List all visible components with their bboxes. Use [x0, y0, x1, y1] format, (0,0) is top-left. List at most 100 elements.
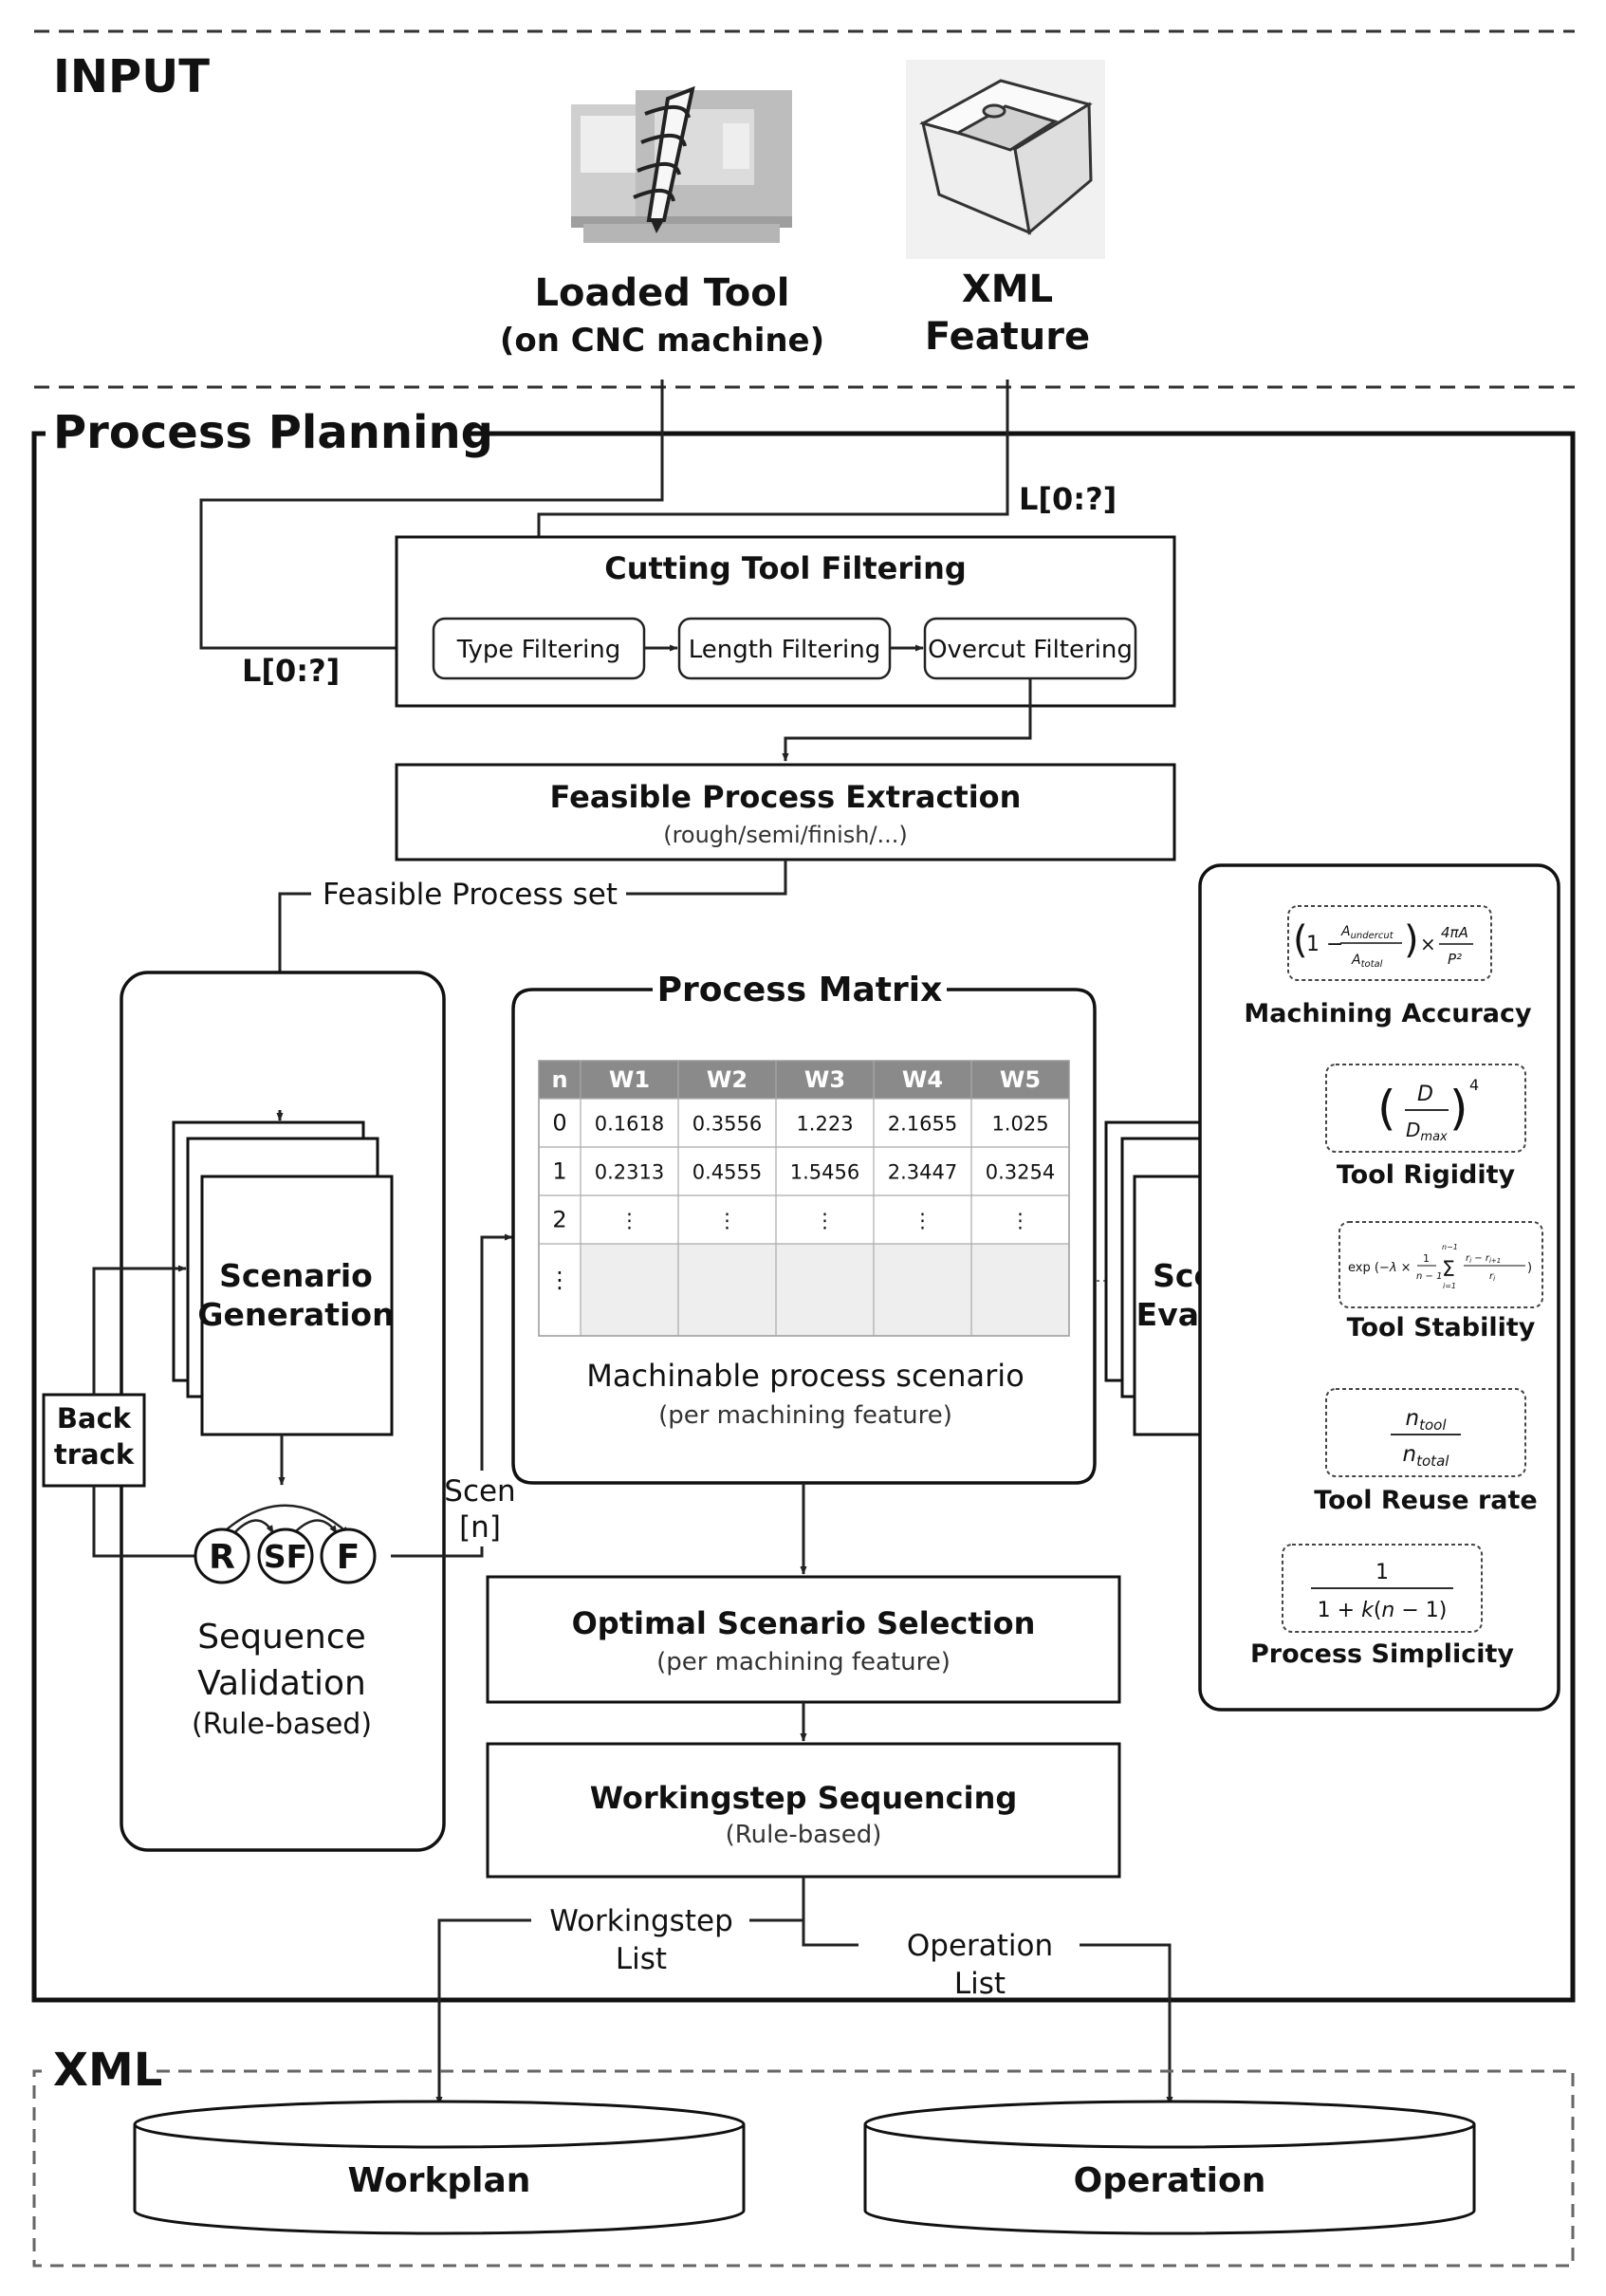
- svg-text:4πA: 4πA: [1441, 924, 1468, 941]
- matrix-cell: 1: [552, 1158, 566, 1185]
- svg-text:1 −: 1 −: [1306, 933, 1343, 956]
- rule-node-sf: [257, 1528, 314, 1584]
- workingstep-list-label-line1: Workingstep: [549, 1904, 733, 1938]
- svg-text:1: 1: [1375, 1561, 1389, 1584]
- length-filtering-label: Length Filtering: [689, 636, 881, 664]
- matrix-header-row: [539, 1061, 1069, 1099]
- sequence-validation-label-line3: (Rule-based): [192, 1708, 372, 1741]
- svg-text:P²: P²: [1448, 951, 1462, 968]
- tool-reuse-formula: ntool ntotal: [1391, 1406, 1461, 1470]
- optimal-scenario-selection-title: Optimal Scenario Selection: [572, 1605, 1036, 1641]
- workplan-label: Workplan: [348, 2161, 531, 2200]
- list-label-left: L[0:?]: [242, 653, 340, 689]
- tool-stability-formula: exp (−λ × 1 n − 1 Σ n−1 i=1 ri − ri+1 ri…: [1348, 1243, 1532, 1290]
- matrix-header-cell: W1: [609, 1066, 650, 1093]
- matrix-border: [538, 1060, 1070, 1337]
- operation-list-label-line2: List: [954, 1967, 1006, 2001]
- machining-accuracy-formula: ( 1 − Aundercut Atotal ) × 4πA P²: [1293, 918, 1473, 970]
- tool-rigidity-formula-box: [1325, 1064, 1526, 1153]
- xml-feature-label-line2: Feature: [925, 315, 1090, 359]
- svg-text:ri: ri: [1489, 1271, 1495, 1283]
- loaded-tool-connector: [199, 380, 664, 652]
- svg-text:Σ: Σ: [1442, 1258, 1455, 1282]
- svg-text:×: ×: [1420, 933, 1436, 955]
- rule-node-r: [194, 1528, 250, 1584]
- workingstep-list-label-line2: List: [616, 1942, 667, 1976]
- drill-bit-icon: [633, 85, 695, 233]
- xml-feature-block-icon: [906, 60, 1105, 259]
- scen-n-label-mask: [446, 1471, 518, 1546]
- matrix-header-cell: n: [551, 1066, 567, 1093]
- feasible-process-extraction-box: [395, 763, 1176, 861]
- input-section-title: INPUT: [53, 50, 210, 103]
- matrix-cell: ⋮: [548, 1267, 571, 1293]
- scenario-generation-label-line2: Generation: [197, 1296, 394, 1333]
- matrix-cell: ⋮: [913, 1210, 932, 1232]
- backtrack-bottom-line: [92, 1486, 196, 1558]
- scenario-generation-page-front: [200, 1175, 394, 1436]
- operation-label: Operation: [1074, 2161, 1266, 2200]
- matrix-cell: 1.223: [796, 1113, 853, 1136]
- workingstep-list-to-workplan-arrow: [435, 1918, 531, 2105]
- xml-feature-label-line1: XML: [962, 268, 1053, 311]
- scenario-generation-label-line1: Scenario: [219, 1257, 373, 1294]
- rule-node-f-label: F: [337, 1538, 360, 1577]
- process-planning-title: Process Planning: [53, 406, 493, 459]
- feasible-process-extraction-subtitle: (rough/semi/finish/...): [663, 822, 908, 848]
- matrix-header-cell: W4: [902, 1066, 943, 1093]
- backtrack-label-line1: Back: [57, 1402, 132, 1435]
- svg-text:exp (−λ ×: exp (−λ ×: [1348, 1261, 1412, 1275]
- criterion-process-simplicity: Process Simplicity: [1250, 1639, 1514, 1669]
- svg-text:): ): [1527, 1261, 1532, 1275]
- extraction-output-line: [626, 860, 787, 896]
- svg-text:1: 1: [1423, 1252, 1430, 1265]
- svg-text:i=1: i=1: [1443, 1282, 1456, 1290]
- matrix-cell: 0.4555: [692, 1161, 762, 1184]
- scen-n-label-line2: [n]: [459, 1510, 501, 1545]
- matrix-cell: 1.5456: [790, 1161, 859, 1184]
- xml-section-frame: [32, 2069, 1575, 2268]
- feasible-process-set-label: Feasible Process set: [323, 878, 618, 912]
- svg-text:): ): [1404, 918, 1419, 962]
- svg-text:ntool: ntool: [1406, 1406, 1448, 1434]
- sequencing-to-workingstep-list: [749, 1877, 805, 1922]
- matrix-cell: 0.3556: [692, 1113, 762, 1136]
- xml-section-title: XML: [53, 2044, 162, 2097]
- matrix-cell: 0.2313: [595, 1161, 664, 1184]
- workingstep-sequencing-subtitle: (Rule-based): [726, 1821, 882, 1849]
- process-planning-frame: [31, 431, 1576, 2003]
- matrix-empty-row-fill: [581, 1244, 1069, 1336]
- svg-text:n−1: n−1: [1442, 1243, 1458, 1251]
- tool-reuse-formula-box: [1325, 1388, 1526, 1477]
- criterion-tool-reuse-rate: Tool Reuse rate: [1314, 1486, 1537, 1515]
- r-to-sf-loop-arrow: [231, 1519, 275, 1536]
- matrix-cell: 0.1618: [595, 1113, 664, 1136]
- r-to-f-loop-arrow: [219, 1504, 350, 1536]
- matrix-cell: 2: [552, 1207, 566, 1233]
- matrix-cell: ⋮: [717, 1210, 737, 1232]
- operation-list-to-operation-arrow: [1080, 1943, 1173, 2105]
- svg-text:1 + k(n − 1): 1 + k(n − 1): [1318, 1599, 1448, 1622]
- list-label-right: L[0:?]: [1019, 481, 1117, 517]
- matrix-cell: 0: [552, 1110, 566, 1137]
- rule-node-r-label: R: [209, 1538, 235, 1577]
- process-matrix-title: Process Matrix: [657, 971, 943, 1009]
- tool-rigidity-formula: ( D Dmax ) 4: [1377, 1076, 1479, 1144]
- criterion-tool-rigidity: Tool Rigidity: [1337, 1160, 1516, 1190]
- backtrack-label-line2: track: [54, 1438, 135, 1471]
- matrix-cell: ⋮: [815, 1210, 835, 1232]
- matrix-header-cell: W3: [804, 1066, 845, 1093]
- scen-n-label-line1: Scen: [444, 1474, 515, 1509]
- matrix-cell: 2.3447: [888, 1161, 957, 1184]
- loaded-tool-label: Loaded Tool: [535, 271, 790, 315]
- criterion-machining-accuracy: Machining Accuracy: [1244, 999, 1532, 1028]
- process-simplicity-formula: 1 1 + k(n − 1): [1311, 1561, 1453, 1622]
- matrix-header-cell: W5: [1000, 1066, 1041, 1093]
- svg-text:4: 4: [1469, 1076, 1479, 1094]
- matrix-cell: 0.3254: [986, 1161, 1055, 1184]
- backtrack-top-arrow: [92, 1265, 187, 1395]
- svg-text:n − 1: n − 1: [1416, 1271, 1442, 1282]
- optimal-scenario-selection-box: [486, 1575, 1121, 1704]
